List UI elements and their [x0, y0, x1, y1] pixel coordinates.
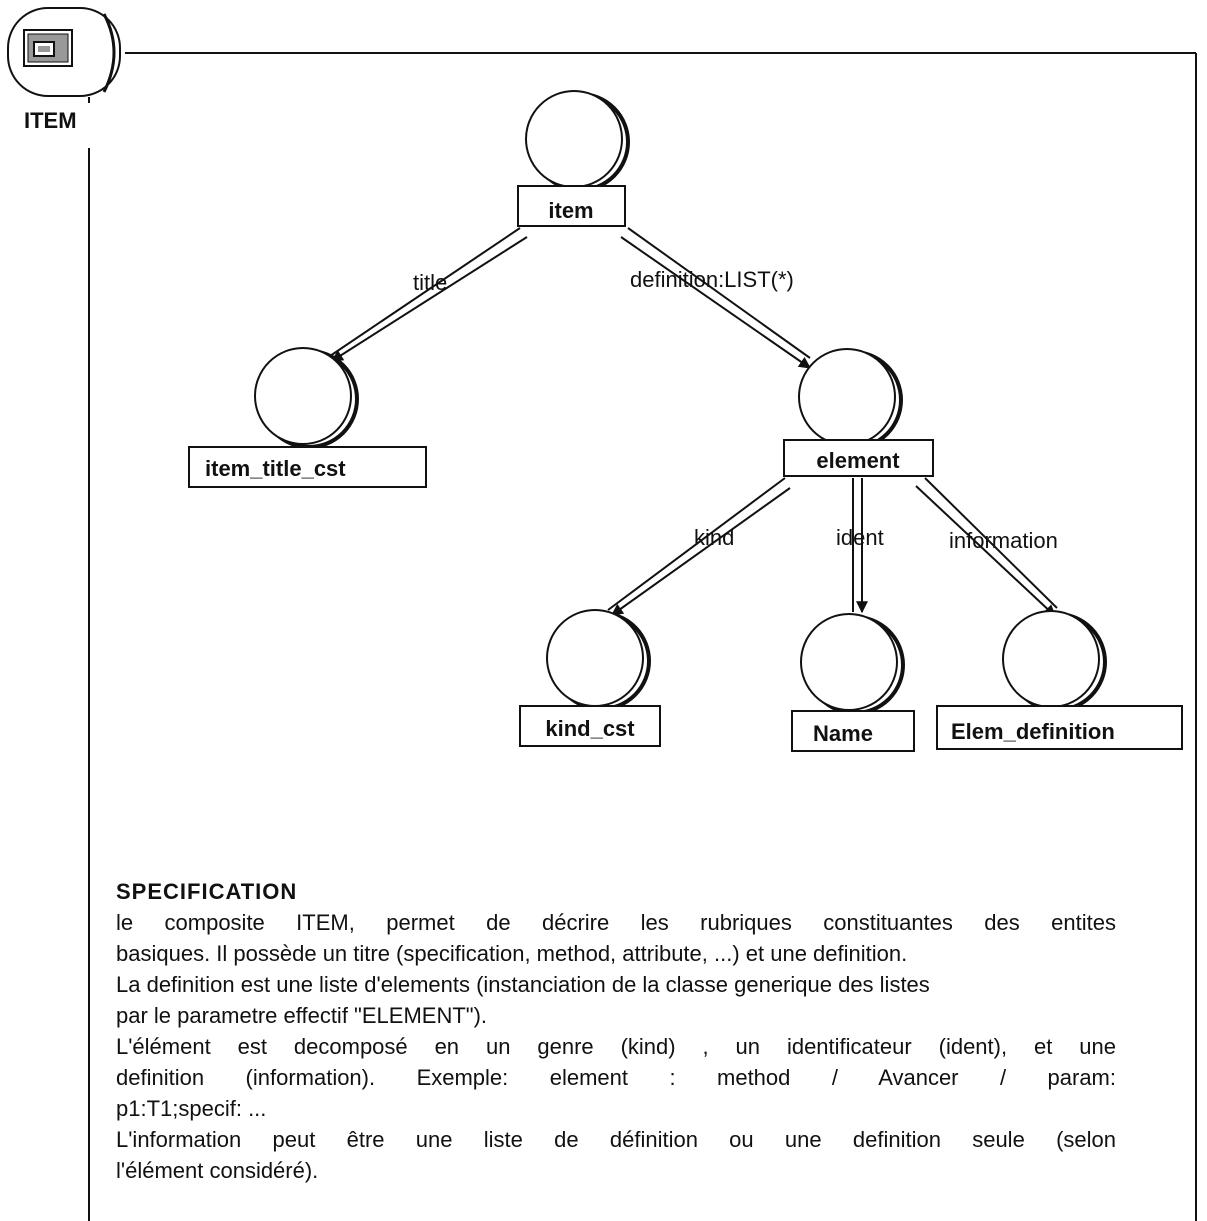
item-icon-group[interactable]: ITEM [7, 7, 121, 133]
frame-lower [88, 870, 1197, 1221]
node-elem-definition[interactable]: Elem_definition [936, 610, 1183, 750]
specification-line: le composite ITEM, permet de décrire les… [116, 910, 1116, 935]
edge-label-information: information [949, 528, 1058, 553]
node-item-title-cst[interactable]: item_title_cst [188, 347, 427, 488]
specification-line: p1:T1;specif: ... [116, 1096, 267, 1121]
edge-label-title: title [413, 270, 447, 295]
edge-label-ident: ident [836, 525, 884, 550]
edge-kind: kind [607, 477, 791, 616]
specification-line: l'élément considéré). [116, 1158, 319, 1183]
edge-definition: definition:LIST(*) [620, 227, 811, 369]
specification-line: definition (information). Exemple: eleme… [116, 1065, 1116, 1090]
node-label-element: element [816, 448, 900, 473]
specification-section: SPECIFICATION le composite ITEM, permet … [116, 876, 1116, 1186]
edge-title: title [329, 227, 528, 362]
specification-line: basiques. Il possède un titre (specifica… [116, 941, 908, 966]
node-name[interactable]: Name [791, 613, 915, 752]
node-item[interactable]: item [517, 90, 630, 227]
node-label-item-title-cst: item_title_cst [205, 456, 346, 481]
edge-information: information [915, 477, 1058, 617]
specification-line: L'information peut être une liste de déf… [116, 1127, 1116, 1152]
specification-heading: SPECIFICATION [116, 879, 298, 904]
edge-label-kind: kind [694, 525, 734, 550]
node-label-name: Name [813, 721, 873, 746]
specification-line: La definition est une liste d'elements (… [116, 972, 930, 997]
node-label-elem-definition: Elem_definition [951, 719, 1115, 744]
node-element[interactable]: element [783, 348, 934, 477]
window-icon [23, 29, 73, 67]
edge-ident: ident [836, 478, 884, 614]
specification-line: L'élément est decomposé en un genre (kin… [116, 1034, 1116, 1059]
specification-line: par le parametre effectif "ELEMENT"). [116, 1003, 488, 1028]
entity-diagram: ITEM title definition:LIST(*) kind ident… [7, 7, 1197, 870]
node-label-kind-cst: kind_cst [545, 716, 635, 741]
icon-label: ITEM [24, 108, 77, 133]
node-kind-cst[interactable]: kind_cst [519, 609, 661, 747]
edge-label-definition: definition:LIST(*) [630, 267, 794, 292]
frame [88, 52, 1197, 870]
node-label-item: item [548, 198, 593, 223]
